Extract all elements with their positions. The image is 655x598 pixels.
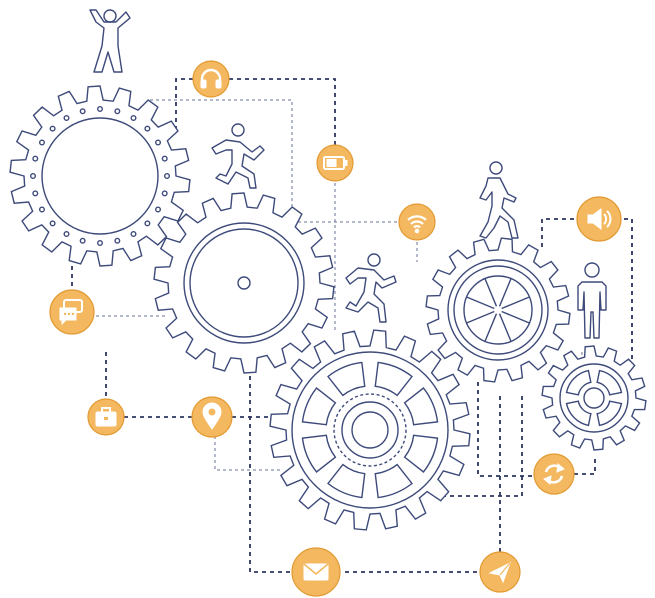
standing-person	[577, 262, 607, 339]
cheering-person	[89, 9, 131, 73]
headphones-icon	[192, 60, 230, 98]
walking-person	[479, 161, 519, 239]
gear-top-left	[9, 85, 191, 267]
chat-icon	[49, 289, 95, 335]
location-pin-icon	[191, 396, 233, 438]
mail-icon	[291, 547, 341, 597]
gear-right	[425, 237, 571, 383]
running-person	[211, 123, 265, 189]
connector-lines	[71, 78, 633, 573]
send-icon	[479, 551, 521, 593]
refresh-icon	[533, 453, 575, 495]
battery-icon	[316, 144, 354, 182]
briefcase-icon	[87, 398, 125, 436]
running-person-2	[345, 253, 397, 323]
wifi-icon	[398, 203, 436, 241]
gear-middle-left	[153, 192, 335, 374]
gear-small-right	[541, 345, 647, 451]
gears-group	[9, 85, 647, 531]
gear-bottom-center	[269, 329, 471, 531]
speaker-icon	[576, 196, 622, 242]
